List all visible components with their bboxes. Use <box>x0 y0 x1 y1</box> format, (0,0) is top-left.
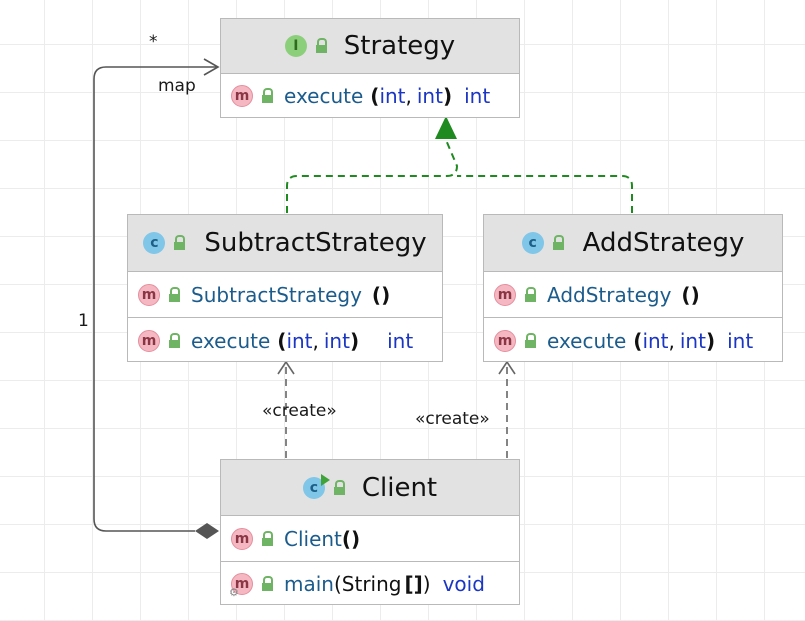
param-comma: , <box>668 328 675 353</box>
subtract-strategy-name: SubtractStrategy <box>204 228 427 258</box>
public-lock-icon <box>523 332 537 349</box>
client-header[interactable]: c Client <box>221 460 519 516</box>
method-icon: m <box>231 527 253 550</box>
method-letter: m <box>234 576 250 592</box>
class-icon: c <box>521 232 544 254</box>
paren-close: ) <box>422 572 431 596</box>
static-method-icon: m ⚙ <box>229 573 253 599</box>
client-name: Client <box>361 472 438 503</box>
client-class-box[interactable]: c Client m Client () m ⚙ main ( String [… <box>220 459 520 605</box>
subtract-strategy-execute-row[interactable]: m execute ( int , int ) int <box>128 318 442 363</box>
public-lock-icon <box>314 38 328 54</box>
public-lock-icon <box>172 235 186 251</box>
public-lock-icon <box>551 235 565 251</box>
param-type: int <box>642 328 669 353</box>
public-lock-icon <box>167 332 181 349</box>
create-stereotype-subtract: «create» <box>262 401 337 421</box>
client-ctor-row[interactable]: m Client () <box>221 516 519 562</box>
constructor-name: Client <box>284 526 342 551</box>
strategy-name: Strategy <box>343 31 456 61</box>
aggregation-diamond <box>195 523 219 539</box>
public-lock-icon <box>332 479 346 496</box>
paren-open: ( <box>370 84 380 108</box>
param-type: int <box>286 328 313 353</box>
class-icon: c <box>143 232 166 254</box>
constructor-name: SubtractStrategy <box>191 282 362 307</box>
param-type: int <box>679 328 706 353</box>
method-icon: m <box>138 283 160 306</box>
method-name: execute <box>191 328 271 353</box>
add-strategy-name: AddStrategy <box>582 228 745 258</box>
runnable-class-icon: c <box>302 473 330 499</box>
add-strategy-class-box[interactable]: c AddStrategy m AddStrategy () m execute… <box>483 214 783 362</box>
method-icon: m <box>138 329 160 352</box>
association-arrowhead <box>203 58 220 76</box>
paren-open: ( <box>333 572 342 596</box>
public-lock-icon <box>260 530 274 547</box>
method-name: main <box>284 572 334 596</box>
realization-arrowhead <box>435 116 457 139</box>
public-lock-icon <box>260 576 274 592</box>
param-type: int <box>323 328 350 353</box>
subtract-strategy-ctor-row[interactable]: m SubtractStrategy () <box>128 272 442 318</box>
association-multiplicity-source: 1 <box>78 311 89 331</box>
constructor-parens: () <box>371 282 391 307</box>
association-edge[interactable] <box>93 66 218 532</box>
association-multiplicity-target: * <box>149 32 158 52</box>
association-role-label: map <box>158 76 196 96</box>
client-main-row[interactable]: m ⚙ main ( String [] ) void <box>221 562 519 606</box>
array-brackets: [] <box>404 572 423 596</box>
realization-edge-add[interactable] <box>457 175 633 213</box>
paren-open: ( <box>277 328 287 353</box>
subtract-strategy-header[interactable]: c SubtractStrategy <box>128 215 442 272</box>
method-name: execute <box>547 328 627 353</box>
public-lock-icon <box>523 286 537 303</box>
param-type: String <box>341 572 402 596</box>
param-comma: , <box>405 84 412 108</box>
add-strategy-header[interactable]: c AddStrategy <box>484 215 782 272</box>
return-type: int <box>464 84 491 108</box>
paren-close: ) <box>349 328 360 353</box>
method-name: execute <box>284 84 364 108</box>
param-type: int <box>416 84 443 108</box>
constructor-parens: () <box>681 282 700 307</box>
dependency-arrowhead-add <box>498 360 516 375</box>
method-icon: m <box>231 85 253 107</box>
return-type: int <box>727 328 754 353</box>
param-type: int <box>379 84 406 108</box>
public-lock-icon <box>260 88 274 104</box>
dependency-arrowhead-subtract <box>277 360 295 375</box>
interface-icon: I <box>284 35 307 57</box>
return-type: int <box>387 328 414 353</box>
paren-close: ) <box>442 84 453 108</box>
return-type: void <box>442 572 485 596</box>
add-strategy-execute-row[interactable]: m execute ( int , int ) int <box>484 318 782 363</box>
param-comma: , <box>312 328 319 353</box>
add-strategy-ctor-row[interactable]: m AddStrategy () <box>484 272 782 318</box>
strategy-interface-box[interactable]: I Strategy m execute ( int , int ) int <box>220 18 520 118</box>
strategy-header[interactable]: I Strategy <box>221 19 519 74</box>
public-lock-icon <box>167 286 181 303</box>
strategy-execute-row[interactable]: m execute ( int , int ) int <box>221 74 519 118</box>
class-kind-letter: c <box>309 479 319 496</box>
create-stereotype-add: «create» <box>415 409 490 429</box>
method-icon: m <box>494 329 516 352</box>
paren-close: ) <box>705 328 716 353</box>
run-marker-icon <box>320 473 330 486</box>
method-icon: m <box>494 283 516 306</box>
constructor-name: AddStrategy <box>547 282 672 307</box>
static-gear-icon: ⚙ <box>229 586 239 599</box>
realization-edge-subtract[interactable] <box>286 139 459 213</box>
constructor-parens: () <box>341 526 361 551</box>
paren-open: ( <box>633 328 643 353</box>
subtract-strategy-class-box[interactable]: c SubtractStrategy m SubtractStrategy ()… <box>127 214 443 362</box>
